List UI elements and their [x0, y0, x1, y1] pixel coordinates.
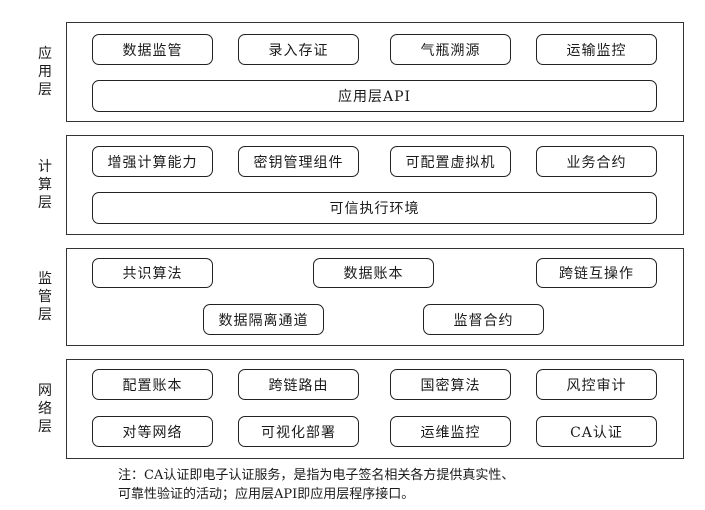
component-cross-chain-routing: 跨链路由 — [238, 369, 359, 400]
supervision-layer-frame — [66, 248, 684, 346]
component-data-supervision: 数据监管 — [92, 34, 213, 65]
component-configurable-vm: 可配置虚拟机 — [390, 146, 511, 177]
supervision-layer-label: 监管层 — [38, 271, 52, 323]
compute-layer-label: 计算层 — [38, 159, 52, 211]
network-layer-frame — [66, 359, 684, 459]
component-data-ledger: 数据账本 — [313, 258, 434, 288]
component-p2p-network: 对等网络 — [92, 416, 213, 447]
component-ca-authentication: CA认证 — [536, 416, 657, 447]
component-cylinder-tracing: 气瓶溯源 — [390, 34, 511, 65]
component-entry-evidence: 录入存证 — [238, 34, 359, 65]
component-cross-chain-interop: 跨链互操作 — [536, 258, 657, 288]
component-ops-monitoring: 运维监控 — [390, 416, 511, 447]
network-layer-label: 网络层 — [38, 383, 52, 435]
component-supervision-contract: 监督合约 — [423, 304, 544, 335]
application-layer-frame — [66, 22, 684, 122]
component-data-isolation-channel: 数据隔离通道 — [203, 304, 324, 335]
component-trusted-execution-env: 可信执行环境 — [92, 192, 657, 224]
component-visual-deployment: 可视化部署 — [238, 416, 359, 447]
component-application-api: 应用层API — [92, 80, 657, 112]
compute-layer-frame — [66, 135, 684, 235]
component-transport-monitoring: 运输监控 — [536, 34, 657, 65]
component-national-crypto: 国密算法 — [390, 369, 511, 400]
component-business-contract: 业务合约 — [536, 146, 657, 177]
footnote-line-2: 可靠性验证的活动；应用层API即应用层程序接口。 — [118, 487, 415, 502]
application-layer-label: 应用层 — [38, 46, 52, 98]
footnote: 注：CA认证即电子认证服务，是指为电子签名相关各方提供真实性、 可靠性验证的活动… — [118, 466, 514, 504]
component-enhanced-computing: 增强计算能力 — [92, 146, 213, 177]
component-config-ledger: 配置账本 — [92, 369, 213, 400]
component-consensus-algorithm: 共识算法 — [92, 258, 213, 288]
component-risk-audit: 风控审计 — [536, 369, 657, 400]
component-key-management: 密钥管理组件 — [238, 146, 359, 177]
footnote-line-1: 注：CA认证即电子认证服务，是指为电子签名相关各方提供真实性、 — [118, 468, 515, 483]
